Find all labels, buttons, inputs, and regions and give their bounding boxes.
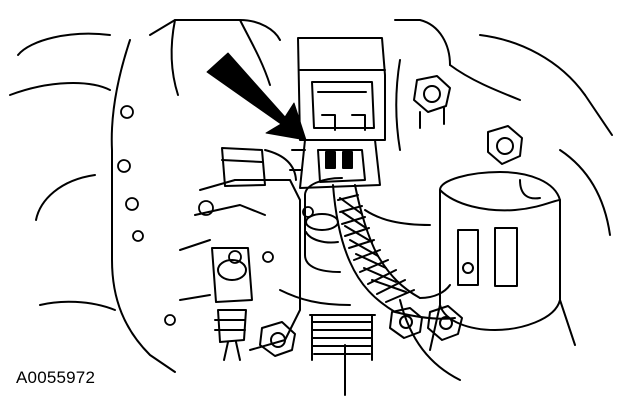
solenoid-body xyxy=(304,177,343,273)
solenoid-connector-housing xyxy=(297,37,386,141)
figure-id-label: A0055972 xyxy=(16,368,96,387)
hex-bolt-bottom-right xyxy=(427,305,463,341)
left-bracket xyxy=(221,147,297,187)
valve-body-casting xyxy=(9,19,613,373)
large-solenoid xyxy=(399,171,576,381)
hex-bolt-bottom xyxy=(389,307,423,339)
braided-wire-harness xyxy=(332,184,456,320)
threaded-stem xyxy=(309,314,376,396)
hex-bolt-right xyxy=(487,125,523,165)
callout-arrow-icon xyxy=(206,52,307,141)
left-sensor xyxy=(211,247,253,361)
electrical-plug xyxy=(289,139,381,189)
hex-bolt-top xyxy=(413,75,451,129)
hex-bolt-bottom-left xyxy=(259,321,296,357)
